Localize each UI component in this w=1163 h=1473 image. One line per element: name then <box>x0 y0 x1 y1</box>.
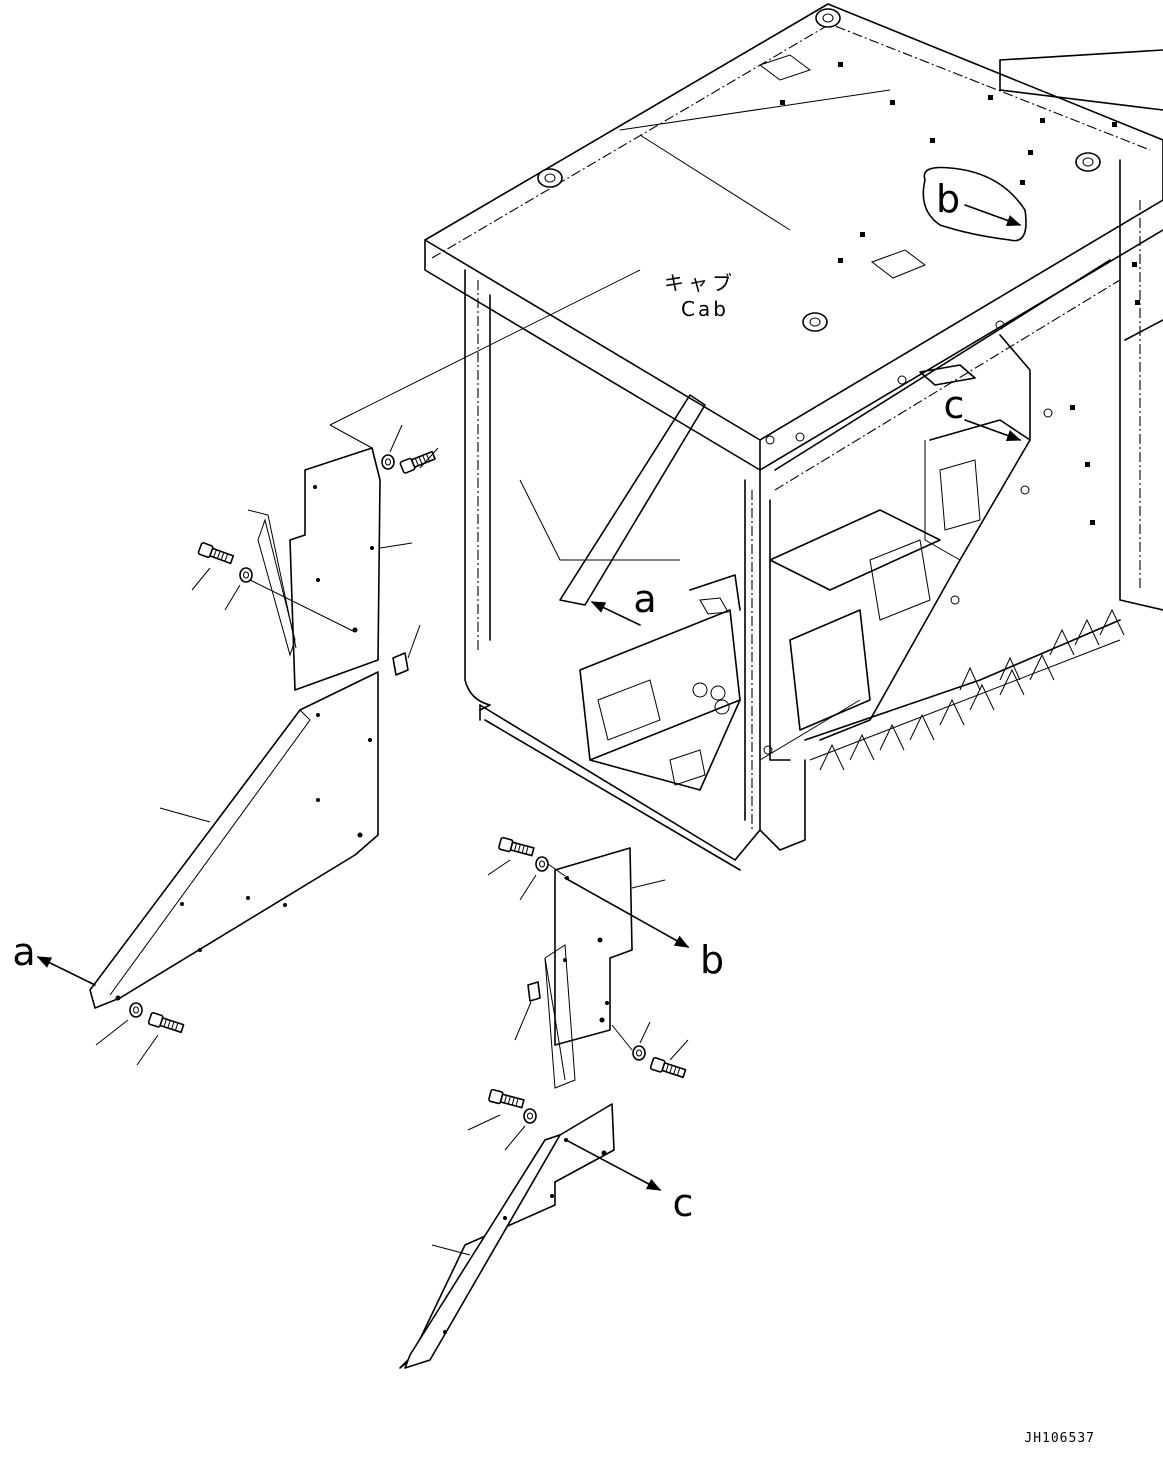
middle-lower-panel <box>399 1088 615 1369</box>
washer-icon <box>523 1108 537 1124</box>
ref-b-lower-label: b <box>700 938 724 982</box>
washer-icon <box>129 1002 143 1018</box>
washer-icon <box>381 454 395 470</box>
washer-icon <box>632 1045 646 1061</box>
arrow-icon <box>565 1139 662 1191</box>
bolt-icon <box>197 541 235 567</box>
bolt-icon <box>497 836 536 859</box>
washer-icon <box>535 856 549 872</box>
ref-c-lower: c <box>565 1139 694 1225</box>
arrow-icon <box>590 601 641 626</box>
bolt-icon <box>649 1056 687 1081</box>
cab-label-jp: キャブ <box>664 271 736 295</box>
ref-a-lower: a <box>12 930 96 986</box>
clip-icon <box>392 652 409 676</box>
ref-b-label: b <box>936 177 960 221</box>
bolt-icon <box>487 1088 526 1111</box>
ref-a-callout: a <box>590 577 657 626</box>
drawing-id: JH106537 <box>1024 1431 1095 1446</box>
ref-c-callout: c <box>944 383 1022 441</box>
left-lower-panel <box>89 671 379 1066</box>
bolt-icon <box>398 448 437 475</box>
bolt-icon <box>147 1011 185 1036</box>
arrow-icon <box>964 204 1022 226</box>
left-upper-panel <box>191 424 439 691</box>
clip-icon <box>527 981 541 1002</box>
console-holes <box>692 682 730 715</box>
arrow-icon <box>964 419 1022 441</box>
ref-a-lower-label: a <box>12 930 35 974</box>
cab-label-en: Cab <box>681 297 729 321</box>
roof-fasteners <box>763 62 1140 755</box>
ref-b-lower: b <box>564 877 724 982</box>
ref-a-label: a <box>633 577 656 621</box>
ref-c-lower-label: c <box>673 1181 694 1225</box>
arrow-icon <box>36 956 96 986</box>
ref-b-callout: b <box>922 166 1027 242</box>
floor-teeth <box>819 608 1125 771</box>
middle-upper-panel <box>487 836 689 1089</box>
ref-c-label: c <box>944 383 965 427</box>
cab-assembly: キャブ Cab <box>424 3 1163 871</box>
arrow-icon <box>564 877 690 948</box>
